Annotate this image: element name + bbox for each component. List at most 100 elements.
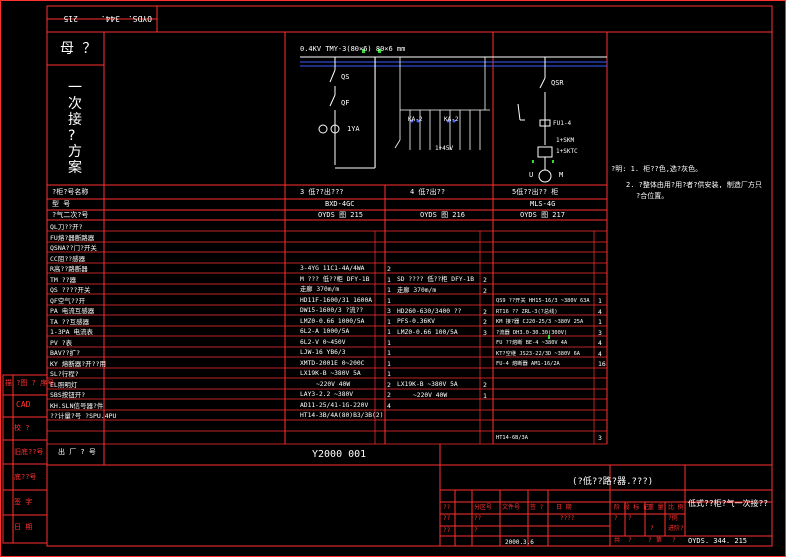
note-3: ?合位置。 xyxy=(636,192,669,200)
col1-item: LMZ0-0.66 1000/5A xyxy=(300,317,365,325)
col1-item: LX19K-B ~380V 5A xyxy=(300,370,361,377)
label-fu: FU1-4 xyxy=(553,120,572,127)
col1-qty-cell: 1 xyxy=(387,359,391,368)
col2-item: 走廊 370m/m xyxy=(397,286,437,294)
row1-c1: 3 低??出??? xyxy=(300,188,344,196)
side-stamp: 旧底??号 xyxy=(14,448,44,456)
col3-item: KT?空继 JS23-22/3D ~380V 6A xyxy=(496,350,580,357)
tb-cell: ? xyxy=(672,537,676,544)
bus-title: 母 ？ xyxy=(60,41,97,57)
col2-qty-cell: 2 xyxy=(483,318,487,326)
col3-qty-cell: 1 xyxy=(598,318,602,326)
col1-item: LAY3-2.2 ~380V xyxy=(300,391,354,398)
top-left-number: 215 xyxy=(63,14,78,23)
col2-qty-cell: 3 xyxy=(483,328,487,337)
component-label: ??计量?号 ?SPU.4PU xyxy=(50,412,117,420)
col3-item: ?流器 DH3.0-30.30(300V) xyxy=(496,329,568,336)
label-ct: 1YA xyxy=(347,125,360,133)
feeder-2 xyxy=(394,57,490,150)
component-label: KY 熔断器?开??用 xyxy=(50,359,106,368)
col1-item: ~220V 40W xyxy=(316,380,351,388)
side-stamp: 签 字 xyxy=(14,498,33,506)
note-1: ?明: 1. 柜??色,选?灰色。 xyxy=(611,165,703,173)
tb-cell: ?? xyxy=(443,515,451,522)
col2-items: SD ???? 低??柜 DFY-1B 走廊 370m/m HD260-630/… xyxy=(397,275,474,401)
side-stamp: 描 ?图 ? 序号 xyxy=(5,379,55,387)
row3-c1: OYDS 图 215 xyxy=(318,211,363,219)
side-stamp: 校 ? xyxy=(14,424,30,432)
col2-item: HD260-630/3400 ?? xyxy=(397,307,462,315)
feeder-1 xyxy=(318,56,376,169)
title-block-grid xyxy=(439,465,772,546)
label-qf: QF xyxy=(341,99,350,107)
col1-item: HD11F-1600/31 1600A xyxy=(300,296,373,304)
component-label: QF空气??开 xyxy=(50,296,86,305)
scheme-char: 案 xyxy=(68,160,82,176)
col3-item: FU-4 熔断器 AM1-16/2A xyxy=(496,361,560,367)
row1-c3: 5低??出?? 柜 xyxy=(512,188,559,196)
col2-item: ~220V 40W xyxy=(413,391,448,399)
tb-cell: 文件号 xyxy=(502,504,521,511)
col3-qty-cell: 4 xyxy=(598,349,602,358)
row3-c3: OYDS 图 217 xyxy=(520,211,565,219)
serial-label: 出 厂 ? 号 xyxy=(58,448,96,456)
bus-label: 0.4KV TMY-3(80×6) 80×6 mm xyxy=(300,45,406,53)
label-qs: QS xyxy=(341,73,350,81)
label-kw: 1+45V xyxy=(435,145,454,152)
tb-cell: 分区号 xyxy=(474,504,493,511)
col1-qty-cell: 1 xyxy=(387,338,391,347)
col1-items: 3-4YG 11C1-4A/4WA M ??? 低??柜 DFY-1B 走廊 3… xyxy=(300,264,383,422)
col1-item: 3-4YG 11C1-4A/4WA xyxy=(300,265,365,272)
scheme-char: 接 xyxy=(68,112,82,128)
col1-qty: 2 1 1 1 3 1 1 1 1 1 1 2 2 4 xyxy=(387,264,391,411)
row2-label: 型 号 xyxy=(52,200,71,208)
col1-item: 6L2-V 0~450V xyxy=(300,338,346,346)
label-kt: 1+SKTC xyxy=(556,148,578,155)
col3-qty-cell: 3 xyxy=(598,433,602,442)
col1-qty-cell: 2 xyxy=(387,265,391,273)
ratio-label: ?例 xyxy=(668,515,678,522)
col3-qty-cell: 1 xyxy=(598,297,602,305)
component-label: QSNA??门?开关 xyxy=(50,244,97,252)
col1-qty-cell: 4 xyxy=(387,401,391,410)
col3-qty-cell: 4 xyxy=(598,339,602,347)
scheme-char: 次 xyxy=(68,96,82,112)
note-2: 2. ?整体由用?用?者?供安装, 制造厂方只 xyxy=(626,181,762,189)
col2-qty-cell: 2 xyxy=(483,276,487,284)
col2-qty-cell: 2 xyxy=(483,381,487,389)
top-right-code: OYDS. xyxy=(127,14,152,23)
tb-cell: ? xyxy=(614,515,618,522)
side-stamp-grid xyxy=(2,374,48,544)
row3-label: ?气二次?号 xyxy=(52,211,89,219)
component-label: FU熔?器断路器 xyxy=(50,233,95,242)
tb-cell: ?? xyxy=(474,515,482,522)
col1-item: HT14-3B/4A(80)B3/3B(2) xyxy=(300,412,384,419)
drawing-date: 2000.3.6 xyxy=(505,539,534,546)
inner-frame xyxy=(46,5,773,547)
col2-item: LX19K-B ~380V 5A xyxy=(397,381,458,388)
col3-qty-cell: 4 xyxy=(598,307,602,316)
col1-qty-cell: 1 xyxy=(387,286,391,294)
col2-item: SD ???? 低??柜 DFY-1B xyxy=(397,276,475,283)
col1-item: XMTD-2001E 0~200C xyxy=(300,359,365,367)
green-marks xyxy=(362,49,554,339)
component-label: KH.SLN信号器?件 xyxy=(50,401,104,410)
drawing-code: OYDS. 344. 215 xyxy=(688,537,748,545)
tb-cell: ? xyxy=(628,515,632,522)
scheme-char: 一 xyxy=(68,80,82,96)
col3-qty-cell: 3 xyxy=(598,328,602,337)
col2-qty: 2 2 2 2 3 2 1 xyxy=(483,275,487,401)
side-stamp: 日 期 xyxy=(14,523,33,531)
col1-qty-cell: 1 xyxy=(387,328,391,336)
tb-cell: 重 量 xyxy=(648,504,664,511)
component-label: PV ?表 xyxy=(50,338,73,347)
label-qsr: QSR xyxy=(551,79,564,87)
col3-qty-cell: 16 xyxy=(598,360,606,368)
row3-c2: OYDS 图 216 xyxy=(420,211,465,219)
component-label: R高??路断器 xyxy=(50,265,88,273)
tb-cell: 共 xyxy=(614,537,621,544)
component-label: SL?行程? xyxy=(50,370,79,378)
col1-qty-cell: 1 xyxy=(387,349,391,357)
feeder-3 xyxy=(517,57,553,183)
label-ct-b: KA-2 xyxy=(444,116,459,123)
